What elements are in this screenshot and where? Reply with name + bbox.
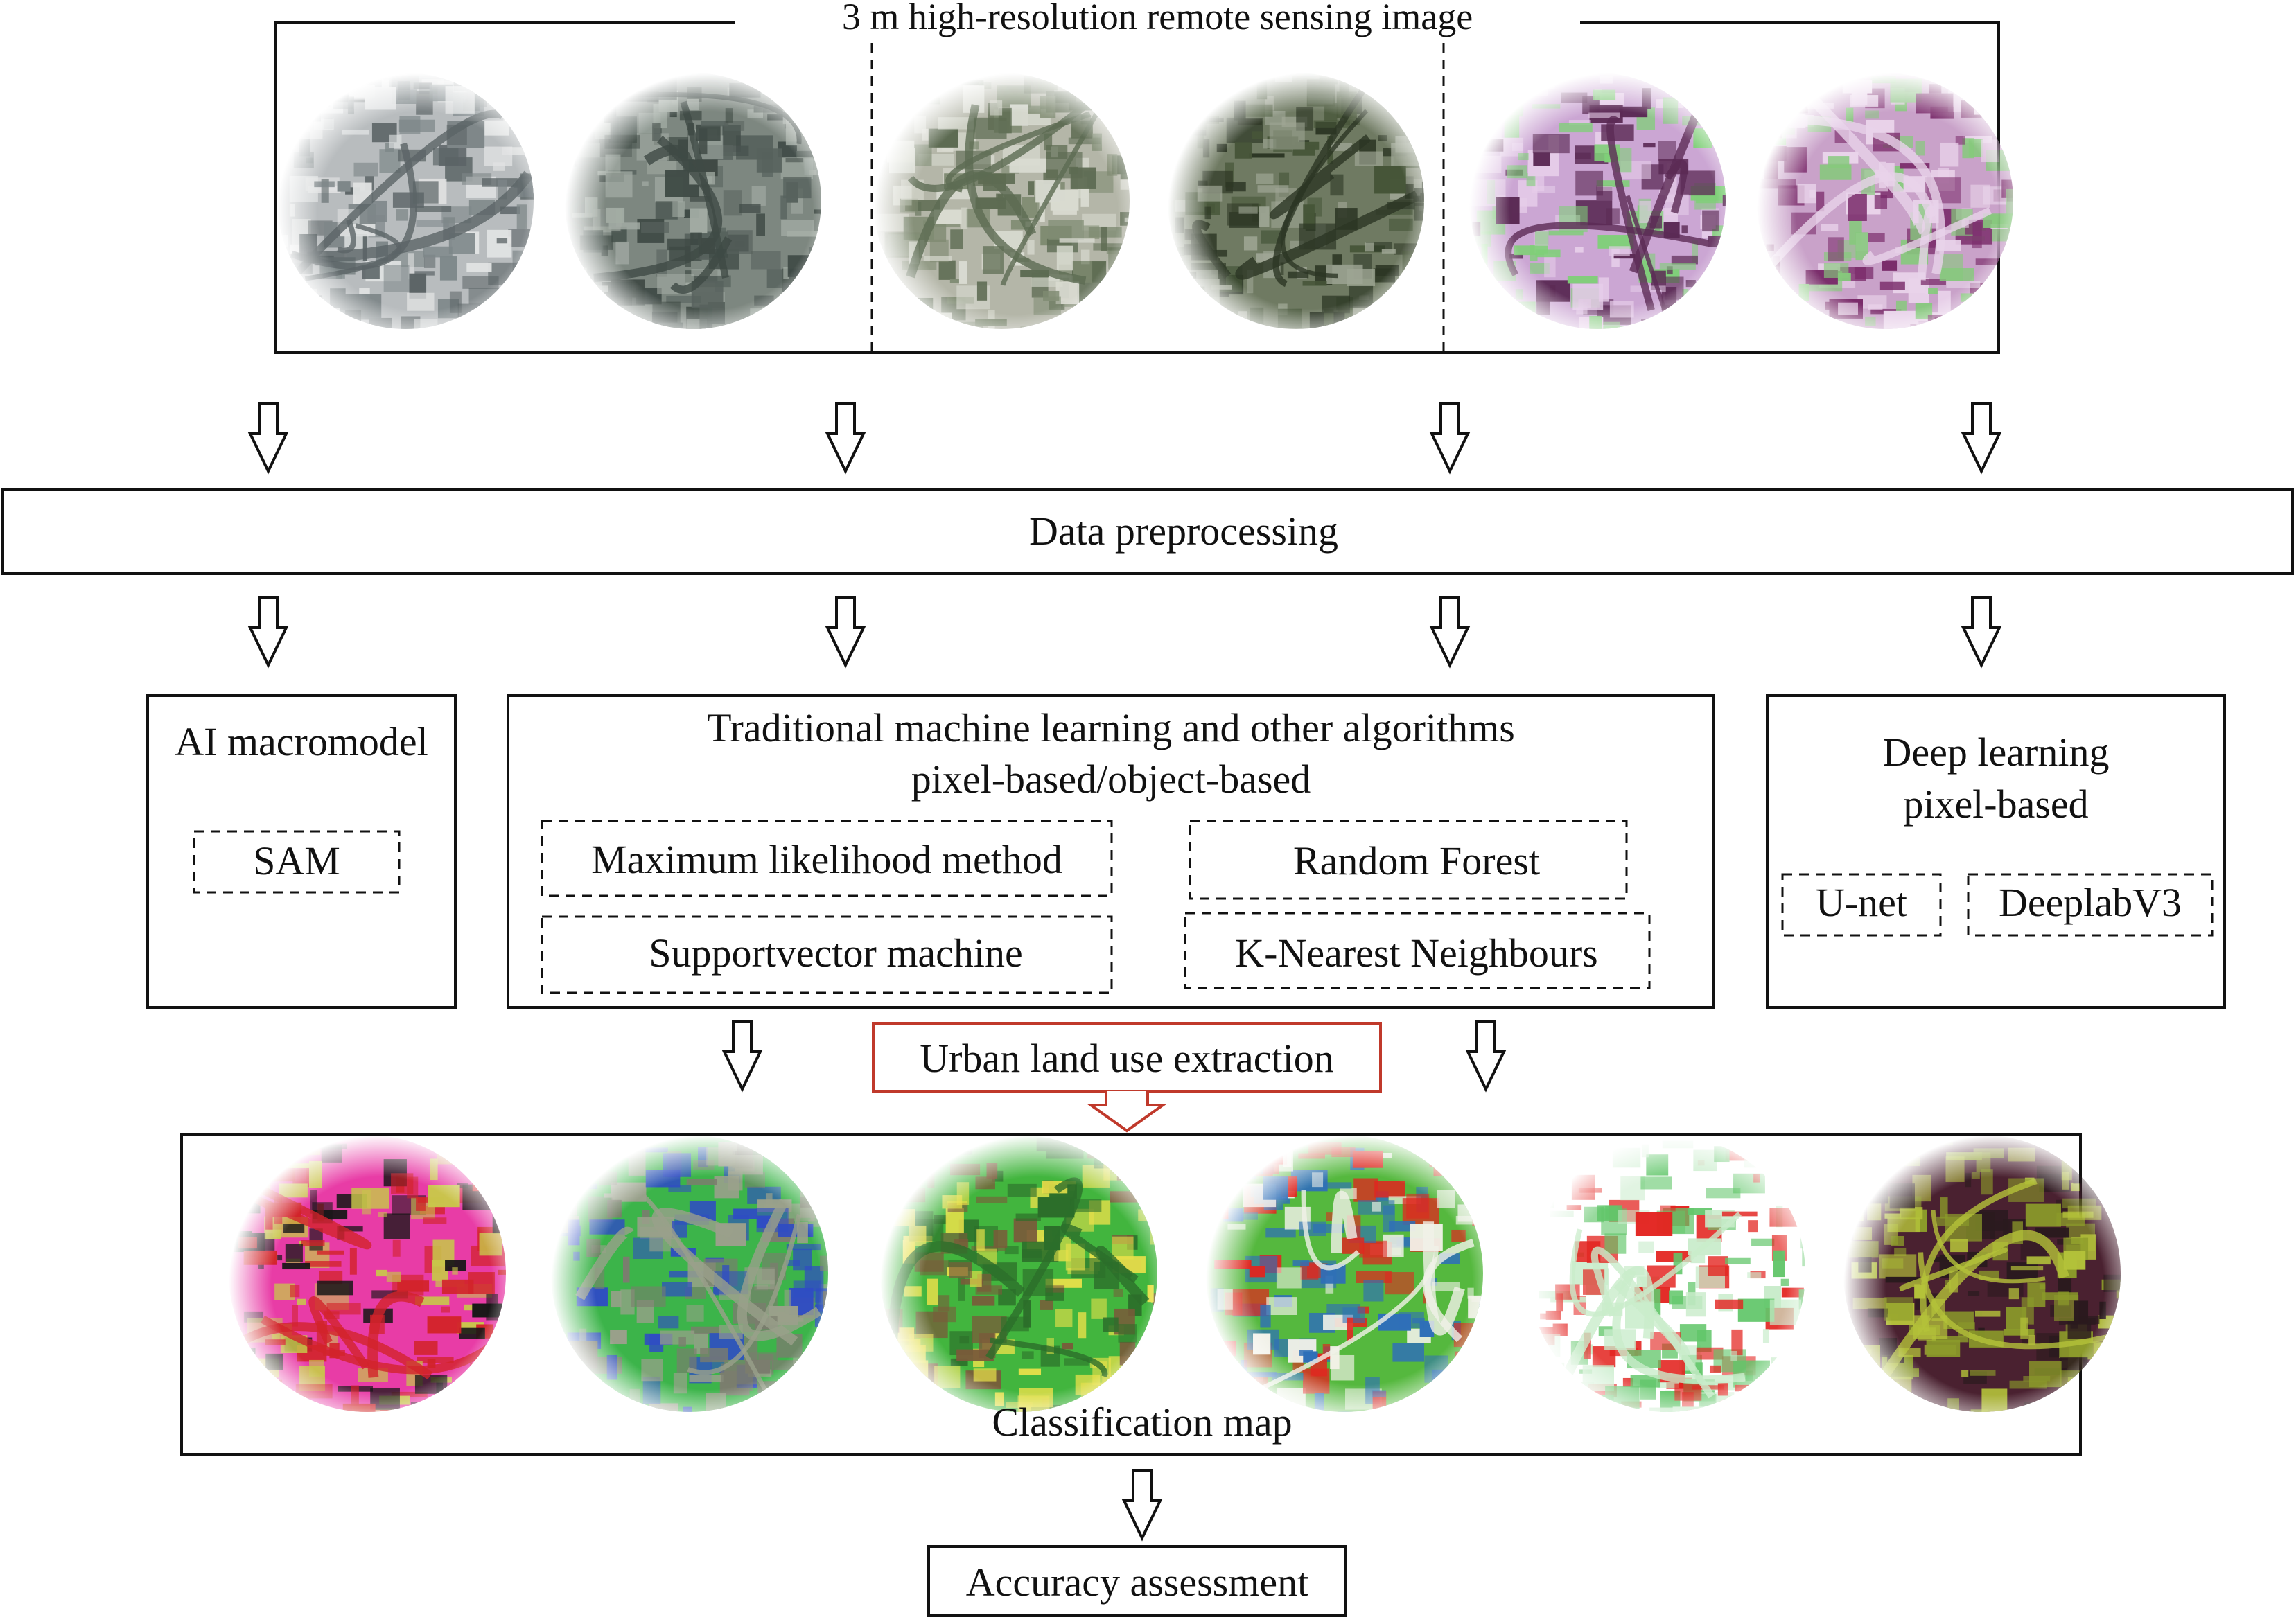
down-arrow-6 xyxy=(825,596,866,669)
accuracy-box: Accuracy assessment xyxy=(927,1545,1347,1617)
extraction-down-arrow xyxy=(1086,1091,1168,1133)
deep-panel-title-line2: pixel-based xyxy=(1903,782,2088,827)
arrows-to-methods xyxy=(247,596,2002,669)
down-arrow-11 xyxy=(1121,1469,1163,1542)
down-arrow-8 xyxy=(1961,596,2002,669)
preprocessing-frame xyxy=(1,488,2294,575)
method-label-maximum-likelihood: Maximum likelihood method xyxy=(591,837,1062,882)
down-arrow-3 xyxy=(1429,402,1471,475)
ai-macromodel-panel: AI macromodel SAM xyxy=(146,694,457,1009)
down-arrow-5 xyxy=(247,596,289,669)
traditional-panel-title-line1: Traditional machine learning and other a… xyxy=(707,705,1515,750)
traditional-panel-title-line2: pixel-based/object-based xyxy=(911,757,1311,802)
classification-map-6 xyxy=(1843,1135,2121,1412)
down-arrow-1 xyxy=(247,402,289,475)
satellite-image-1 xyxy=(277,73,534,329)
arrows-to-classification xyxy=(721,1020,1507,1093)
classification-map-4 xyxy=(1206,1135,1483,1412)
preprocessing-box: Data preprocessing xyxy=(1,488,2294,575)
classification-map-3 xyxy=(880,1135,1157,1412)
method-label-k-nearest-neighbours: K-Nearest Neighbours xyxy=(1235,930,1597,976)
classification-map-2 xyxy=(551,1135,828,1412)
satellite-image-4 xyxy=(1168,73,1424,329)
method-box-sam xyxy=(193,830,401,894)
down-arrow-2 xyxy=(825,402,866,475)
accuracy-frame xyxy=(927,1545,1347,1617)
satellite-image-6 xyxy=(1757,73,2013,329)
down-arrow-10 xyxy=(1465,1020,1507,1093)
down-arrow-4 xyxy=(1961,402,2002,475)
classification-panel: Classification map xyxy=(180,1133,2121,1456)
arrows-to-preprocessing xyxy=(247,402,2002,475)
extraction-box: Urban land use extraction xyxy=(872,1022,1382,1133)
extraction-label: Urban land use extraction xyxy=(920,1036,1334,1081)
classification-map-5 xyxy=(1528,1135,1805,1412)
satellite-image-3 xyxy=(873,73,1130,329)
method-box-k-nearest-neighbours xyxy=(1184,912,1651,989)
method-box-random-forest xyxy=(1189,820,1628,900)
method-label-sam: SAM xyxy=(253,838,340,883)
satellite-image-2 xyxy=(565,73,821,329)
top-panel: 3 m high-resolution remote sensing image xyxy=(274,0,2013,354)
method-box-u-net xyxy=(1781,873,1942,937)
traditional-ml-panel: Traditional machine learning and other a… xyxy=(507,694,1715,1009)
method-box-deeplabv3 xyxy=(1967,873,2214,937)
top-panel-title: 3 m high-resolution remote sensing image xyxy=(842,0,1473,37)
down-arrow-9 xyxy=(721,1020,763,1093)
preprocessing-label: Data preprocessing xyxy=(1029,509,1338,554)
method-box-maximum-likelihood xyxy=(541,820,1113,897)
ai-panel-title: AI macromodel xyxy=(175,719,428,764)
method-label-u-net: U-net xyxy=(1816,880,1907,925)
top-panel-frame xyxy=(274,21,2000,354)
top-panel-title-backdrop xyxy=(735,3,1580,42)
classification-map-1 xyxy=(229,1135,506,1412)
method-label-support-vector-machine: Supportvector machine xyxy=(649,930,1023,976)
method-label-deeplabv3: DeeplabV3 xyxy=(1999,880,2182,925)
satellite-image-row xyxy=(277,73,2013,329)
method-label-random-forest: Random Forest xyxy=(1293,838,1540,883)
ai-panel-frame xyxy=(146,694,457,1009)
satellite-image-5 xyxy=(1469,73,1726,329)
classification-label: Classification map xyxy=(992,1400,1292,1445)
deep-learning-panel: Deep learning pixel-based U-net DeeplabV… xyxy=(1766,694,2226,1009)
method-box-support-vector-machine xyxy=(541,915,1113,994)
classification-map-row xyxy=(229,1135,2121,1412)
deep-panel-frame xyxy=(1766,694,2226,1009)
deep-panel-title-line1: Deep learning xyxy=(1883,730,2110,775)
accuracy-label: Accuracy assessment xyxy=(966,1560,1308,1605)
down-arrow-7 xyxy=(1429,596,1471,669)
